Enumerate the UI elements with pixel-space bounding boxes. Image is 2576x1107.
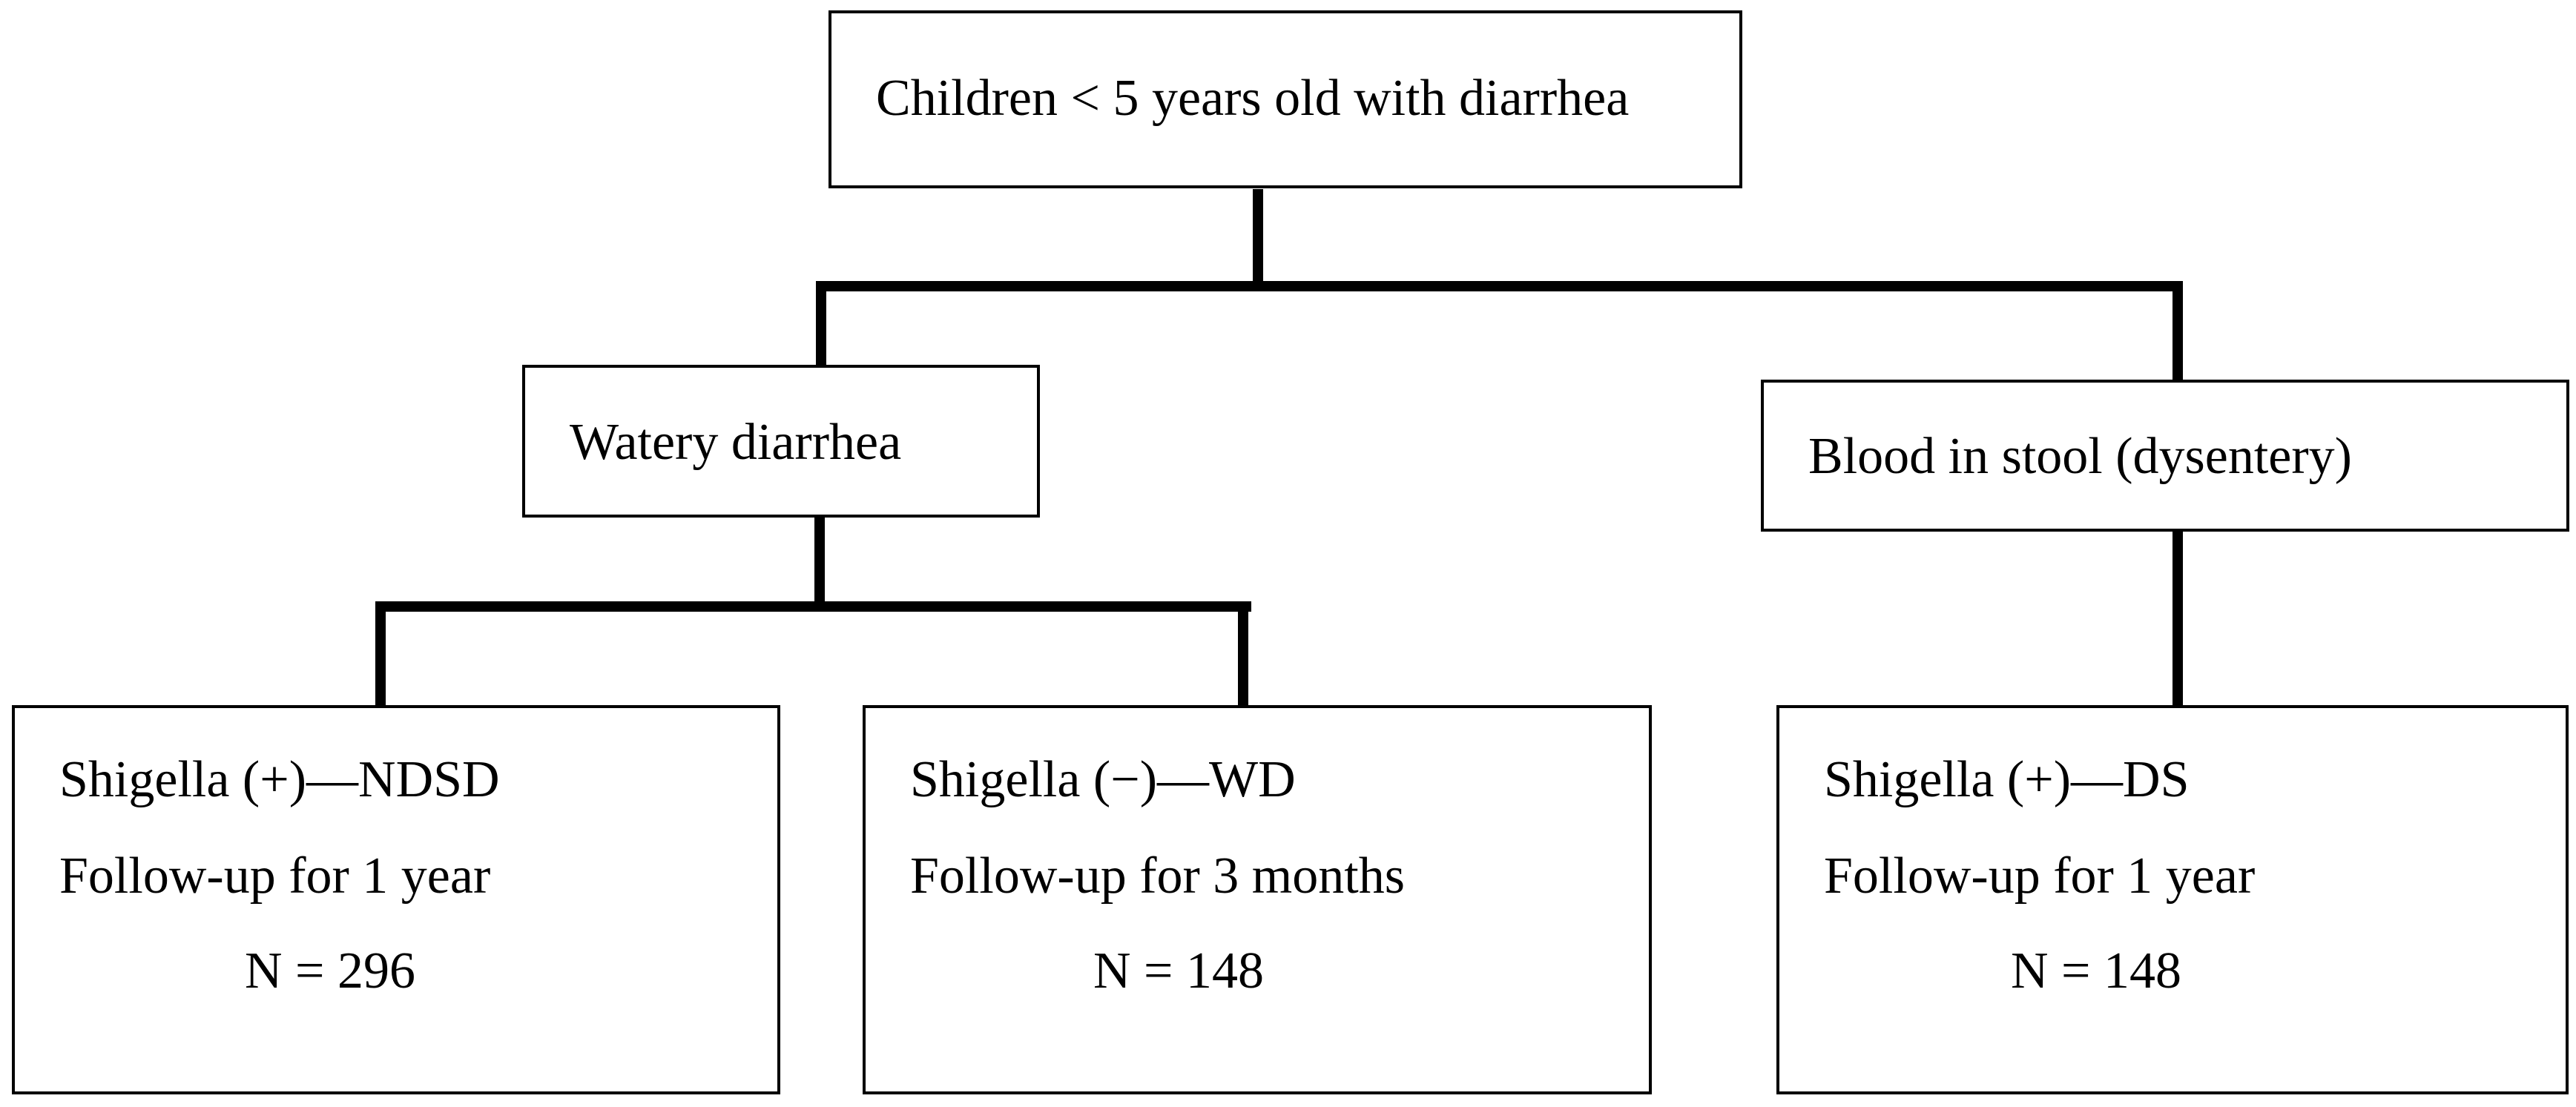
ndsd-group-box: Shigella (+)—NDSD Follow-up for 1 year N…: [12, 705, 780, 1094]
watery-diarrhea-label: Watery diarrhea: [570, 414, 902, 471]
ds-group-box: Shigella (+)—DS Follow-up for 1 year N =…: [1776, 705, 2569, 1094]
dysentery-box: Blood in stool (dysentery): [1761, 380, 2569, 532]
wd-group-label: Shigella (−)—WD: [910, 751, 1296, 808]
wd-followup-label: Follow-up for 3 months: [910, 847, 1405, 905]
ndsd-followup-label: Follow-up for 1 year: [59, 847, 491, 905]
ndsd-count-label: N = 296: [245, 942, 416, 999]
watery-diarrhea-box: Watery diarrhea: [522, 365, 1040, 518]
dysentery-label: Blood in stool (dysentery): [1808, 428, 2352, 485]
root-label: Children < 5 years old with diarrhea: [876, 70, 1630, 127]
wd-group-box: Shigella (−)—WD Follow-up for 3 months N…: [863, 705, 1652, 1094]
ds-followup-label: Follow-up for 1 year: [1824, 847, 2256, 905]
ndsd-group-label: Shigella (+)—NDSD: [59, 751, 500, 808]
ds-group-label: Shigella (+)—DS: [1824, 751, 2190, 808]
root-box: Children < 5 years old with diarrhea: [829, 10, 1742, 188]
wd-count-label: N = 148: [1093, 942, 1265, 999]
ds-count-label: N = 148: [2011, 942, 2182, 999]
